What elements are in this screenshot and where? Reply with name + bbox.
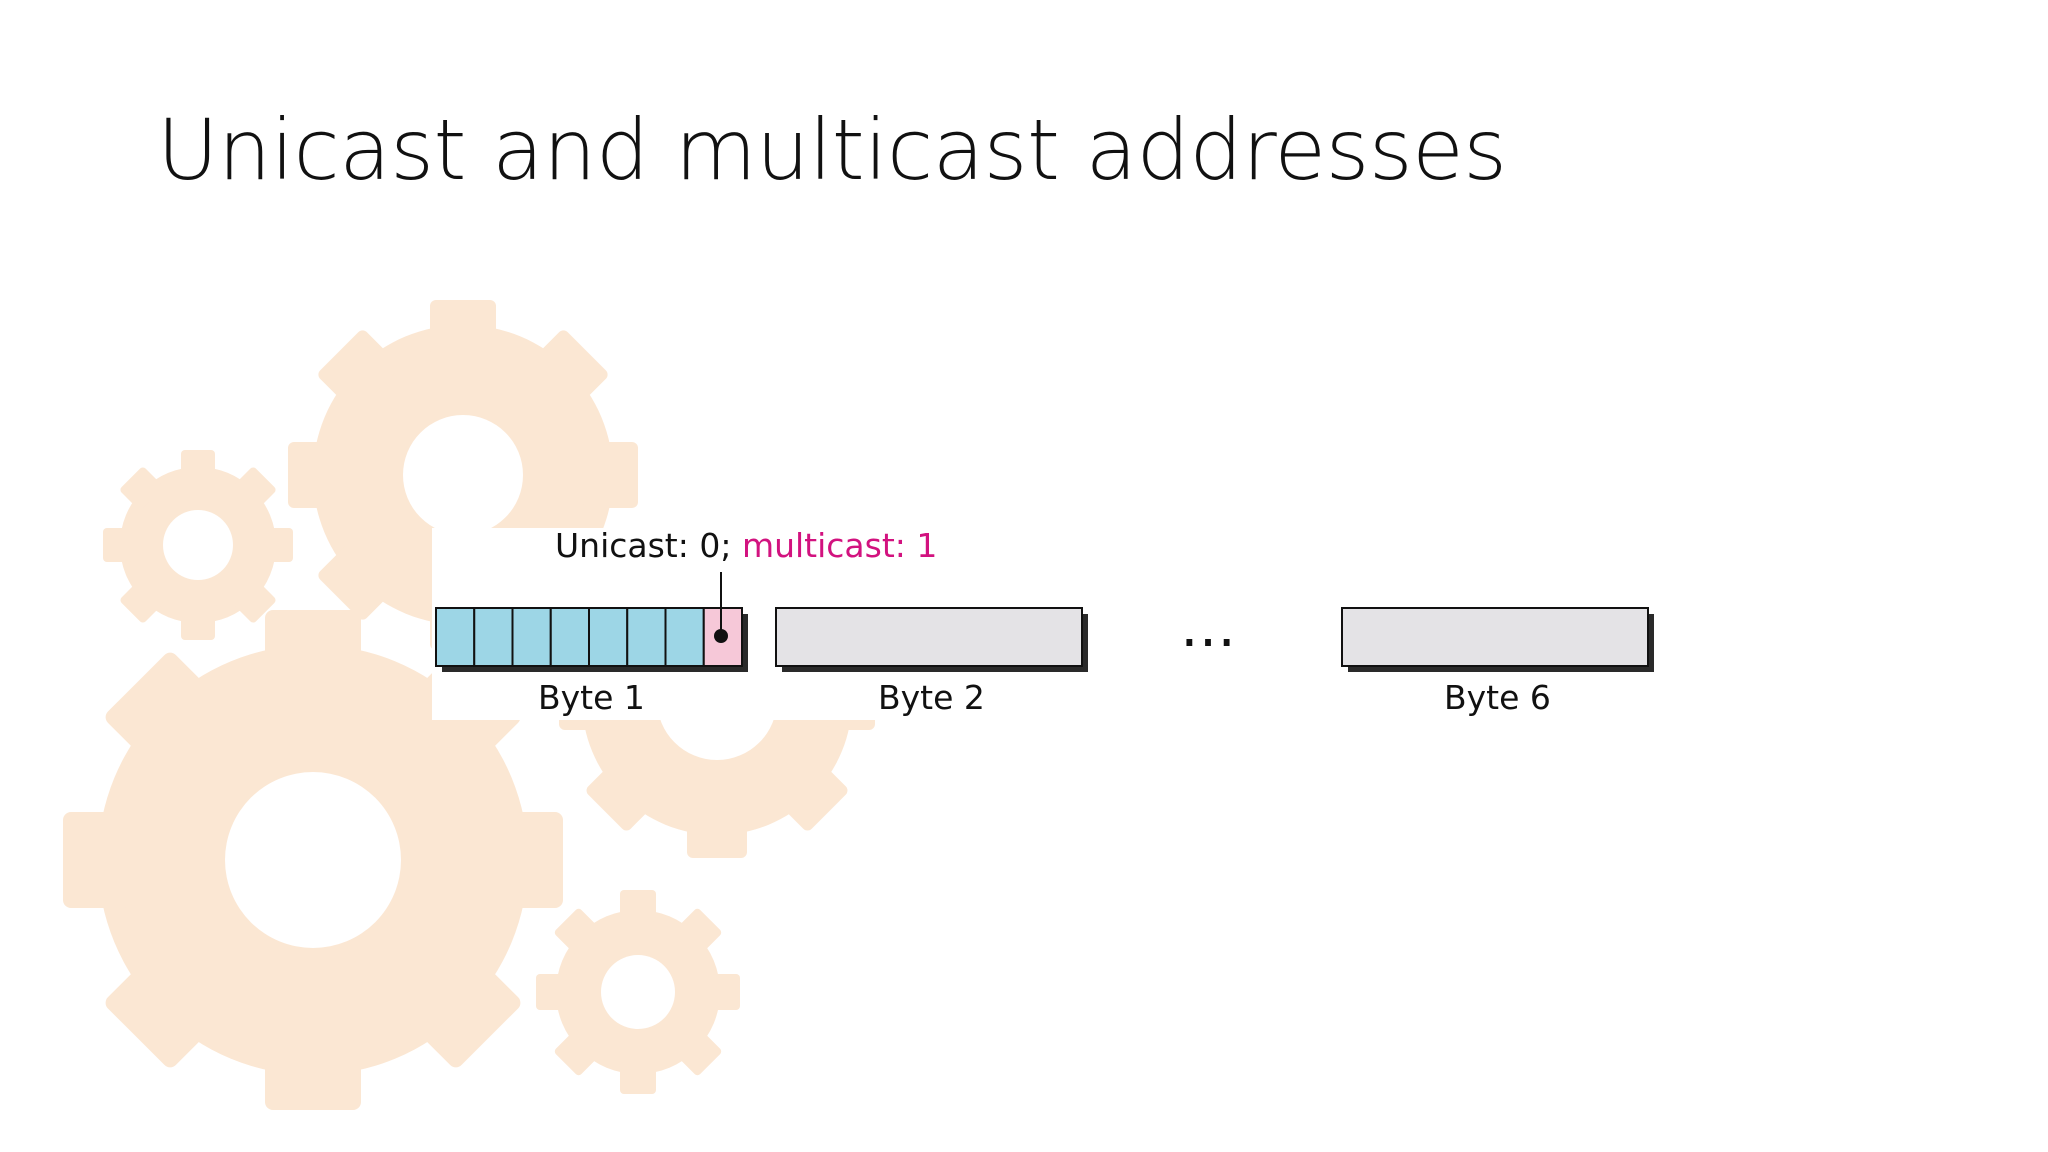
byte2-label: Byte 2	[878, 678, 985, 717]
bit-cell	[435, 607, 476, 667]
bit-cell	[511, 607, 552, 667]
byte1-label: Byte 1	[538, 678, 645, 717]
bit-cell	[549, 607, 590, 667]
bit-cell	[664, 607, 705, 667]
bit-annotation: Unicast: 0; multicast: 1	[555, 526, 937, 565]
byte6-box	[1341, 607, 1649, 667]
byte6-label: Byte 6	[1444, 678, 1551, 717]
annotation-multicast: multicast: 1	[741, 526, 938, 565]
bit-cell	[626, 607, 667, 667]
bit-cell	[473, 607, 514, 667]
bit-cell	[588, 607, 629, 667]
byte1-bits	[435, 607, 743, 667]
multicast-bit-dot	[714, 629, 728, 643]
byte2-box	[775, 607, 1083, 667]
multicast-bit-cell	[702, 607, 743, 667]
slide-title: Unicast and multicast addresses	[157, 101, 1507, 199]
ellipsis: …	[1180, 595, 1238, 660]
annotation-unicast: Unicast: 0;	[555, 526, 742, 565]
